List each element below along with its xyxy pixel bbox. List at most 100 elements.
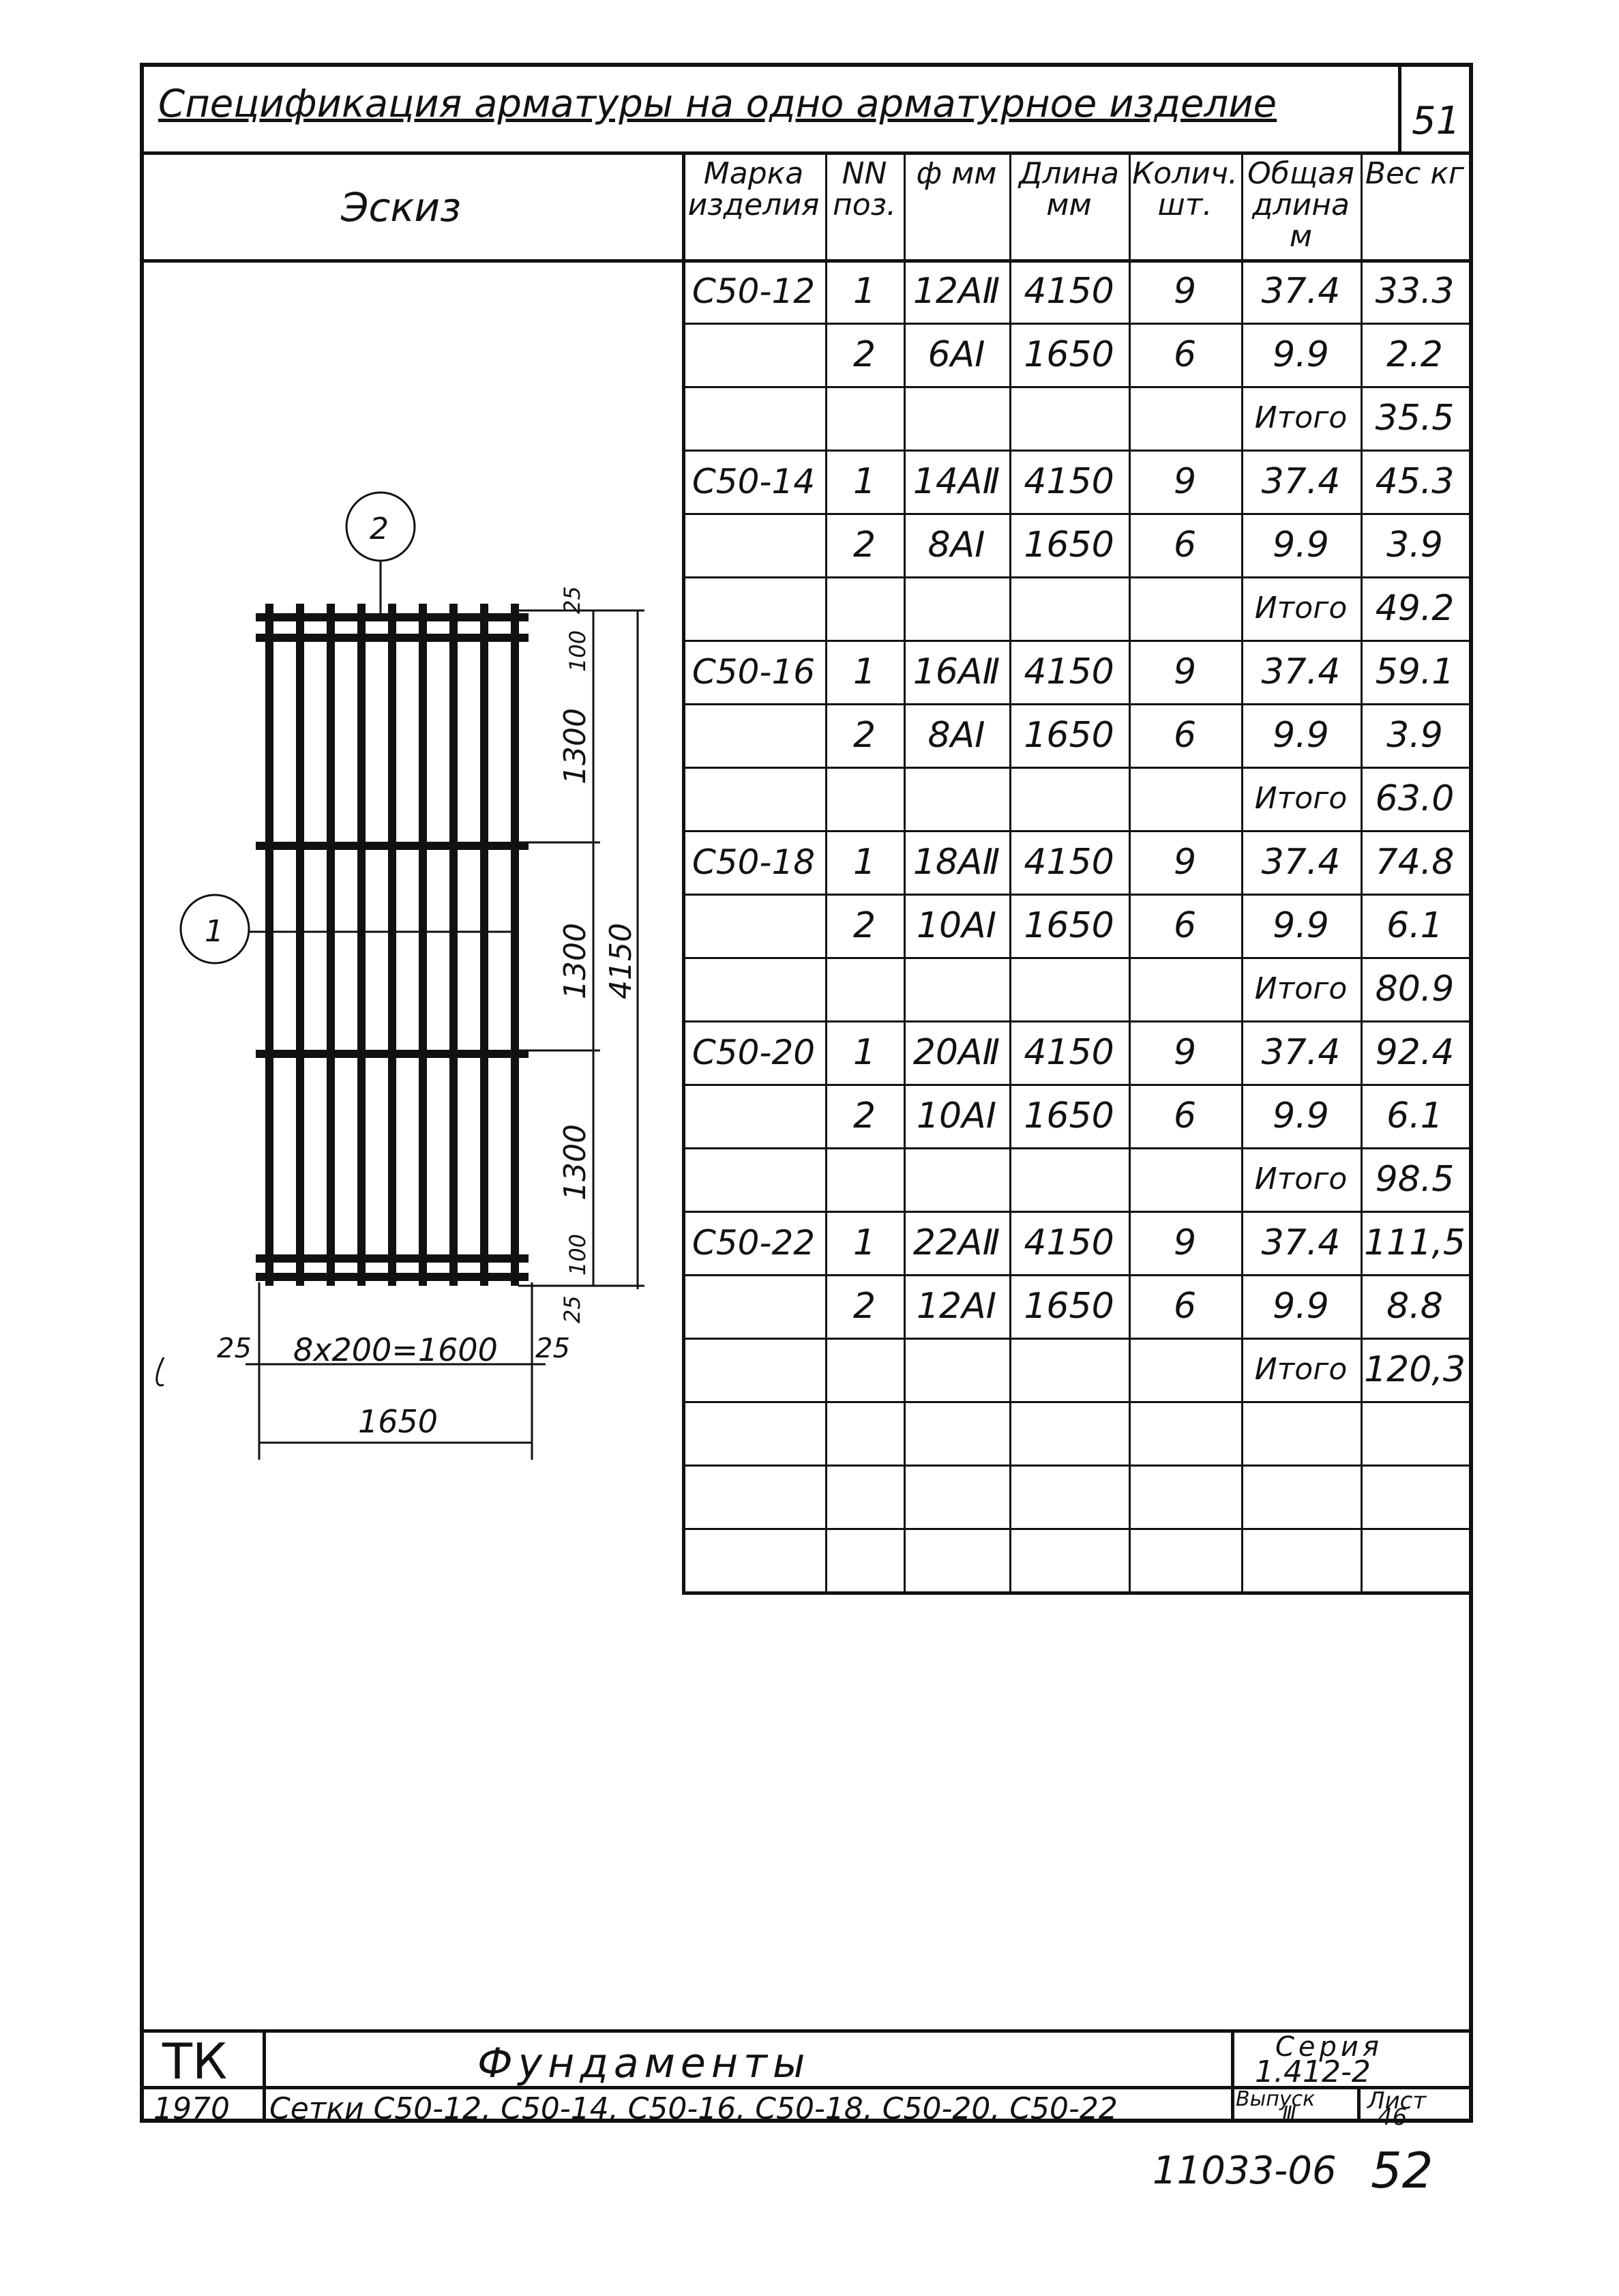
cell-total-len: 9.9 bbox=[1273, 524, 1329, 565]
header-qty: Колич. шт. bbox=[1132, 156, 1238, 222]
footer-issue-value: Ⅲ bbox=[1282, 2102, 1296, 2126]
cell-length: 1650 bbox=[1024, 1095, 1114, 1136]
header-pos: NN поз. bbox=[832, 156, 897, 222]
cell-length: 1650 bbox=[1024, 904, 1114, 946]
cell-diam: 8АⅠ bbox=[927, 524, 985, 565]
total-label: Итого bbox=[1254, 781, 1348, 816]
table-row-rule bbox=[682, 1084, 1469, 1086]
total-value: 63.0 bbox=[1375, 778, 1455, 819]
row-mark: С50-18 bbox=[692, 842, 816, 882]
cell-length: 1650 bbox=[1024, 714, 1114, 756]
cell-qty: 6 bbox=[1173, 524, 1197, 565]
cell-length: 4150 bbox=[1024, 460, 1114, 502]
table-row-rule bbox=[682, 1020, 1469, 1022]
cell-qty: 6 bbox=[1173, 714, 1197, 756]
row-mark: С50-16 bbox=[692, 651, 816, 692]
footer-year: 1970 bbox=[153, 2091, 230, 2126]
bottom-stamp: 11033-06 bbox=[1153, 2149, 1337, 2193]
cell-length: 4150 bbox=[1024, 841, 1114, 883]
table-row-rule bbox=[682, 1274, 1469, 1276]
table-col-rule bbox=[904, 151, 906, 1591]
cell-pos: 2 bbox=[852, 904, 876, 946]
cell-qty: 9 bbox=[1173, 651, 1197, 692]
table-row-rule bbox=[682, 576, 1469, 578]
drawing-frame bbox=[140, 63, 1473, 2123]
cell-total-len: 9.9 bbox=[1273, 334, 1329, 375]
table-col-rule bbox=[1241, 151, 1243, 1591]
cell-total-len: 37.4 bbox=[1261, 1222, 1341, 1263]
header-mark: Марка изделия bbox=[687, 156, 820, 222]
footer-divider-3 bbox=[1357, 2086, 1361, 2123]
cell-length: 1650 bbox=[1024, 524, 1114, 565]
table-row-rule bbox=[682, 894, 1469, 896]
cell-diam: 14АⅡ bbox=[912, 460, 1000, 502]
cell-weight: 6.1 bbox=[1386, 1095, 1443, 1136]
cell-pos: 1 bbox=[852, 1222, 876, 1263]
cell-length: 4150 bbox=[1024, 651, 1114, 692]
total-label: Итого bbox=[1254, 1352, 1348, 1387]
cell-total-len: 9.9 bbox=[1273, 1095, 1329, 1136]
cell-diam: 10АⅠ bbox=[916, 904, 997, 946]
cell-pos: 2 bbox=[852, 1285, 876, 1327]
total-value: 120,3 bbox=[1364, 1349, 1466, 1390]
cell-weight: 8.8 bbox=[1386, 1285, 1443, 1327]
table-row-rule bbox=[682, 703, 1469, 705]
row-mark: С50-20 bbox=[692, 1032, 816, 1072]
table-col-rule bbox=[825, 151, 827, 1591]
cell-pos: 1 bbox=[852, 651, 876, 692]
cell-qty: 6 bbox=[1173, 1095, 1197, 1136]
cell-qty: 6 bbox=[1173, 334, 1197, 375]
cell-qty: 9 bbox=[1173, 1031, 1197, 1073]
cell-qty: 9 bbox=[1173, 270, 1197, 312]
cell-qty: 9 bbox=[1173, 1222, 1197, 1263]
cell-diam: 10АⅠ bbox=[916, 1095, 997, 1136]
total-label: Итого bbox=[1254, 1162, 1348, 1196]
table-row-rule bbox=[682, 1147, 1469, 1149]
cell-total-len: 9.9 bbox=[1273, 904, 1329, 946]
cell-weight: 3.9 bbox=[1386, 524, 1443, 565]
cell-length: 4150 bbox=[1024, 270, 1114, 312]
table-col-rule bbox=[1361, 151, 1363, 1591]
total-value: 35.5 bbox=[1375, 397, 1455, 439]
footer-name: Фундаменты bbox=[477, 2040, 811, 2087]
footer-mid-rule bbox=[144, 2086, 1469, 2089]
cell-weight: 74.8 bbox=[1375, 841, 1455, 883]
table-col-rule bbox=[682, 151, 685, 1591]
table-row-rule bbox=[682, 1528, 1469, 1530]
cell-length: 4150 bbox=[1024, 1222, 1114, 1263]
table-row-rule bbox=[682, 1211, 1469, 1213]
total-label: Итого bbox=[1254, 400, 1348, 435]
cell-pos: 1 bbox=[852, 270, 876, 312]
cell-diam: 20АⅡ bbox=[912, 1031, 1000, 1073]
row-mark: С50-22 bbox=[692, 1222, 816, 1263]
footer-issue-label: Выпуск bbox=[1236, 2087, 1316, 2111]
header-weight: Вес кг bbox=[1365, 156, 1465, 191]
spec-title: Спецификация арматуры на одно арматурное… bbox=[158, 82, 1277, 126]
cell-pos: 1 bbox=[852, 841, 876, 883]
cell-diam: 18АⅡ bbox=[912, 841, 1000, 883]
cell-diam: 8АⅠ bbox=[927, 714, 985, 756]
bottom-page-number: 52 bbox=[1371, 2142, 1434, 2199]
total-value: 49.2 bbox=[1375, 587, 1455, 629]
table-row-rule bbox=[682, 450, 1469, 452]
cell-total-len: 37.4 bbox=[1261, 1031, 1341, 1073]
table-row-rule bbox=[682, 1338, 1469, 1340]
cell-pos: 2 bbox=[852, 1095, 876, 1136]
cell-total-len: 37.4 bbox=[1261, 651, 1341, 692]
table-row-rule bbox=[682, 767, 1469, 769]
footer-sheet-label: Лист bbox=[1367, 2087, 1427, 2115]
cell-qty: 6 bbox=[1173, 1285, 1197, 1327]
cell-weight: 92.4 bbox=[1375, 1031, 1455, 1073]
cell-diam: 12АⅡ bbox=[912, 270, 1000, 312]
footer-series-value: 1.412-2 bbox=[1255, 2055, 1371, 2089]
total-value: 80.9 bbox=[1375, 968, 1455, 1010]
cell-qty: 9 bbox=[1173, 841, 1197, 883]
cell-pos: 2 bbox=[852, 334, 876, 375]
table-row-rule bbox=[682, 513, 1469, 515]
table-row-rule bbox=[682, 386, 1469, 388]
cell-weight: 33.3 bbox=[1375, 270, 1455, 312]
cell-weight: 2.2 bbox=[1386, 334, 1443, 375]
cell-weight: 6.1 bbox=[1386, 904, 1443, 946]
table-col-rule bbox=[1009, 151, 1011, 1591]
page-corner-number: 51 bbox=[1412, 99, 1461, 143]
